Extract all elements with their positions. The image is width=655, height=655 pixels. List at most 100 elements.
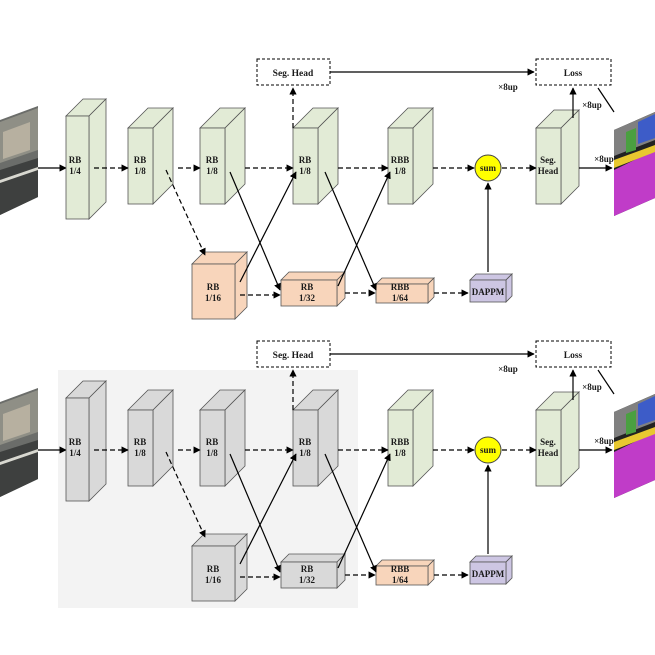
top-block-b2 [127,107,174,205]
bottom-input-image [0,388,38,497]
top-block-b3-name: RB [206,155,219,165]
top-block-b4-scale: 1/8 [299,166,311,176]
top-network-panel: RB1/4RB1/8RB1/8RB1/8RBB1/8RB1/16RB1/32RB… [0,58,655,320]
bottom-block-b6-name: RB [207,564,220,574]
bottom-block-b1-front-face [65,397,90,502]
bottom-block-b7-front-face [280,561,338,589]
top-block-b8-name: RBB [391,282,410,292]
top-block-b8-scale: 1/64 [392,293,409,303]
bottom-seg-head-sub: Head [538,448,559,458]
top-loss-box [535,58,612,86]
bottom-dappm-block-front-face [469,561,507,585]
top-output-segmentation-sky-region [638,114,655,144]
bottom-up-label-1: ×8up [498,364,518,374]
top-dappm-block-front-face [469,279,507,303]
bottom-map-to-loss [597,369,615,395]
top-seg-head-block-front-face [535,127,562,205]
bottom-dappm-block-top-face [469,555,513,563]
top-block-b3-front-face [199,127,226,205]
top-loss-label: Loss [564,69,583,79]
bottom-block-b2-scale: 1/8 [134,448,146,458]
top-cross-down-1 [229,171,281,291]
top-seg-head-aux-box [256,58,331,86]
bottom-seg-head-aux-box [256,340,331,368]
bottom-output-segmentation-road-region [614,432,655,498]
top-input-image-road-marking [0,167,38,183]
top-input-image [0,106,38,215]
bottom-block-b2 [127,389,174,487]
top-up-label-2: ×8up [582,100,602,110]
bottom-dappm-block [469,555,513,585]
bottom-block-b1-side-face [88,380,107,502]
bottom-block-b4-front-face [292,409,319,487]
bottom-output-segmentation-sidewalk-region [614,427,655,450]
top-block-b1-side-face [88,98,107,220]
bottom-output-segmentation-vegetation-region [626,410,636,435]
bottom-seg-head-block-front-face [535,409,562,487]
top-block-b7-scale: 1/32 [299,293,316,303]
bottom-cross-up-1 [239,453,297,565]
top-seg-head-block [535,109,580,205]
top-seg-head-name: Seg. [540,155,556,165]
top-block-b8-front-face [375,283,429,304]
top-block-b2-scale: 1/8 [134,166,146,176]
bottom-block-b5-front-face [387,409,414,487]
bottom-block-b3-scale: 1/8 [206,448,218,458]
bottom-output-segmentation [614,394,655,498]
bottom-seg-head-block [535,391,580,487]
bottom-block-b7-name: RB [301,564,314,574]
bottom-sum-node [474,436,502,464]
top-block-b2-front-face [127,127,154,205]
top-cross-up-2 [337,171,391,287]
bottom-block-b5-name: RBB [391,437,410,447]
top-block-b6-side-face [234,251,248,320]
bottom-block-b4-name: RB [299,437,312,447]
bottom-up-label-3: ×8up [594,436,614,446]
top-block-b6-front-face [191,263,236,320]
bottom-block-b6-side-face [234,533,248,602]
top-output-segmentation-vegetation-region [626,128,636,153]
top-block-b2-name: RB [134,155,147,165]
top-up-label-1: ×8up [498,82,518,92]
bottom-seg-head-name: Seg. [540,437,556,447]
top-block-b4-name: RB [299,155,312,165]
bottom-loss-label: Loss [564,351,583,361]
top-block-b1-front-face [65,115,90,220]
top-sum-node [474,154,502,182]
bottom-block-b6 [191,533,248,602]
top-input-image-facade [3,122,30,159]
bottom-block-b8 [375,559,435,586]
bottom-block-b3-front-face [199,409,226,487]
bottom-block-b3 [199,389,246,487]
bottom-block-b8-front-face [375,565,429,586]
top-block-b7-front-face [280,279,338,307]
top-block-b5-scale: 1/8 [394,166,406,176]
bottom-up-label-2: ×8up [582,382,602,392]
bottom-block-b4 [292,389,339,487]
bottom-block-b2-name: RB [134,437,147,447]
bottom-block-b6-scale: 1/16 [205,575,222,585]
bottom-dappm-label: DAPPM [472,569,505,579]
top-block-b1 [65,98,107,220]
bottom-block-b4-scale: 1/8 [299,448,311,458]
bottom-block-b1-name: RB [69,437,82,447]
bottom-block-b8-scale: 1/64 [392,575,409,585]
top-block-b5-name: RBB [391,155,410,165]
bottom-block-b5-scale: 1/8 [394,448,406,458]
bottom-seg-head-aux-label: Seg. Head [273,351,314,361]
bottom-cross-down-2 [324,453,377,573]
bottom-block-b7 [280,553,346,589]
bottom-input-image-facade [3,404,30,441]
top-block-b7-name: RB [301,282,314,292]
top-block-b4-front-face [292,127,319,205]
top-output-segmentation [614,112,655,216]
bottom-loss-box [535,340,612,368]
bottom-block-b1 [65,380,107,502]
top-block-b6-name: RB [207,282,220,292]
bottom-block-b1-scale: 1/4 [69,448,81,458]
bottom-block-b6-front-face [191,545,236,602]
top-block-b8 [375,277,435,304]
bottom-block-b5 [387,389,434,487]
top-up-label-3: ×8up [594,154,614,164]
bottom-network-panel: RB1/4RB1/8RB1/8RB1/8RBB1/8RB1/16RB1/32RB… [0,340,655,608]
